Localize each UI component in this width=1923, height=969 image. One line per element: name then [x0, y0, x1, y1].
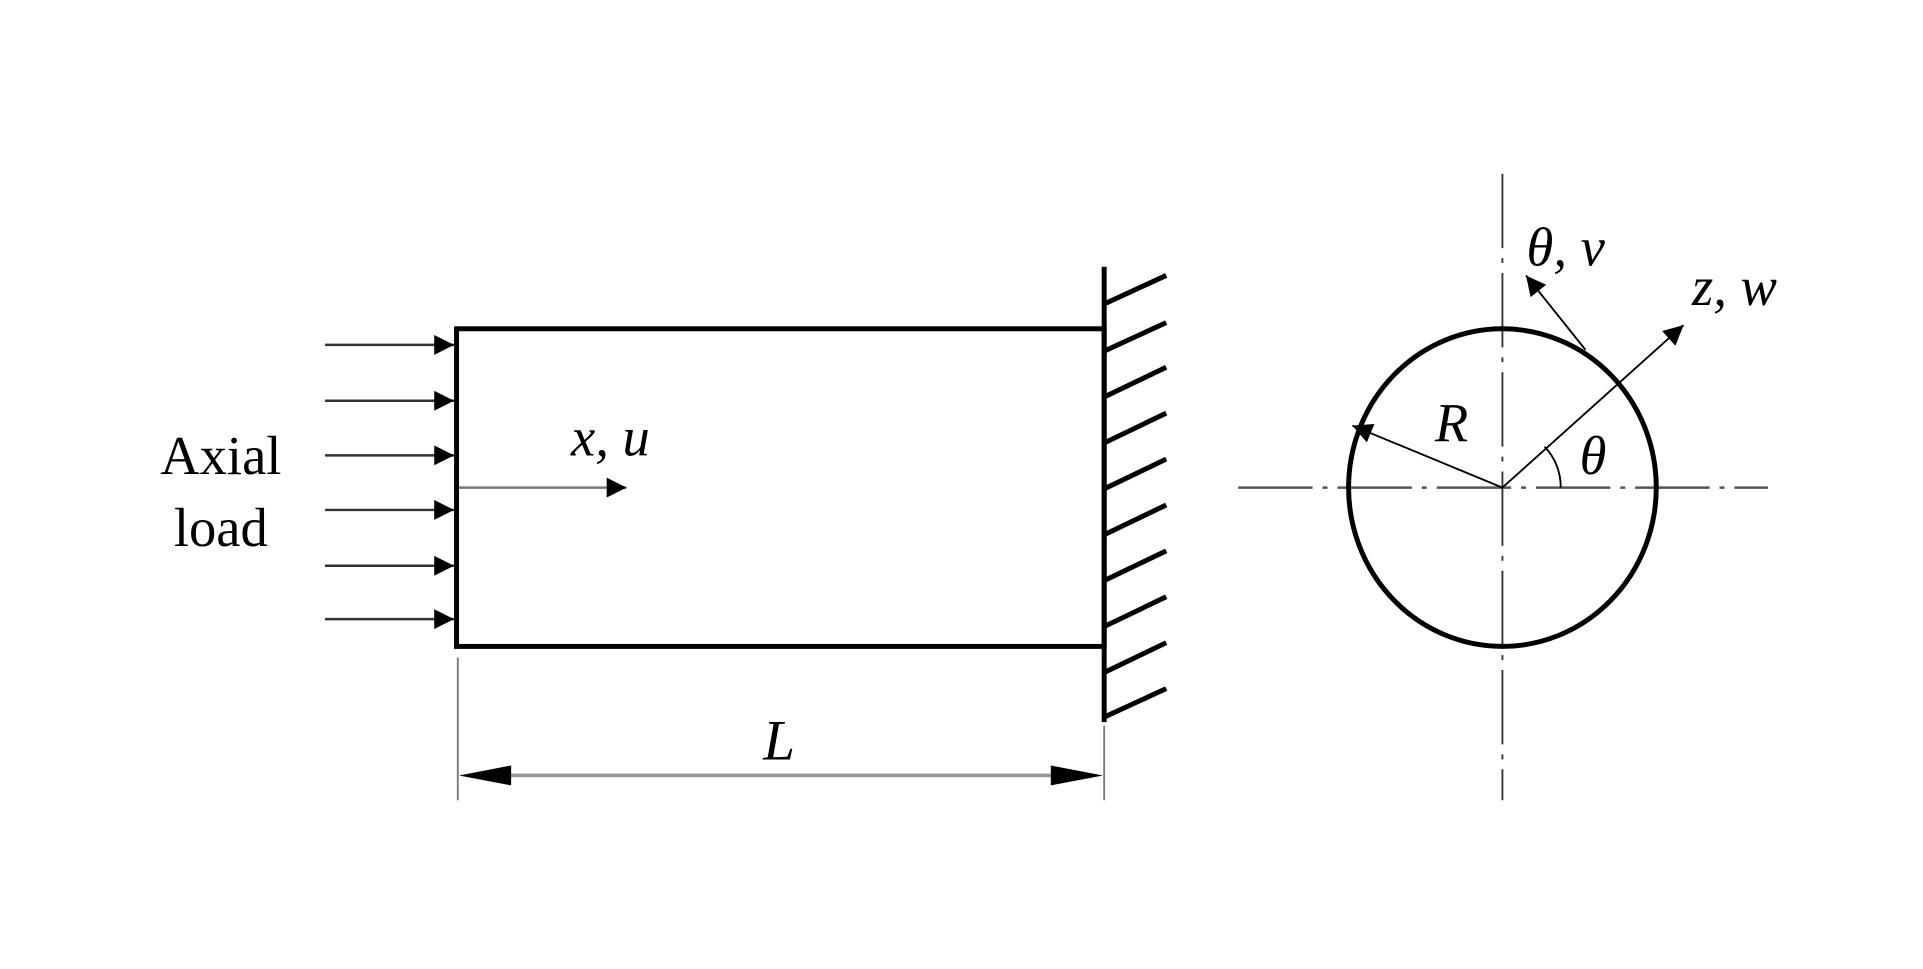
x-u-label: x, u: [570, 406, 650, 467]
radius-label: R: [1434, 393, 1468, 454]
dimension-arrow-left: [459, 765, 512, 786]
z-w-arrow: [1501, 324, 1685, 489]
theta-angle-arc: [1543, 446, 1562, 488]
axial-load-arrows: [325, 334, 455, 630]
radius-arrow: [1351, 423, 1503, 489]
length-dimension: [456, 657, 1106, 801]
dimension-arrow-right: [1050, 765, 1103, 786]
theta-label: θ: [1580, 425, 1607, 486]
theta-v-arrow: [1525, 274, 1587, 351]
z-w-label: z, w: [1691, 256, 1777, 317]
theta-v-label: θ, v: [1527, 217, 1606, 278]
length-label: L: [762, 709, 795, 772]
fixed-wall: [1101, 266, 1168, 723]
axial-label: Axial: [160, 425, 281, 486]
load-label: load: [174, 497, 268, 558]
cross-section-circle: [1346, 326, 1659, 649]
cross-section: [1238, 173, 1768, 801]
